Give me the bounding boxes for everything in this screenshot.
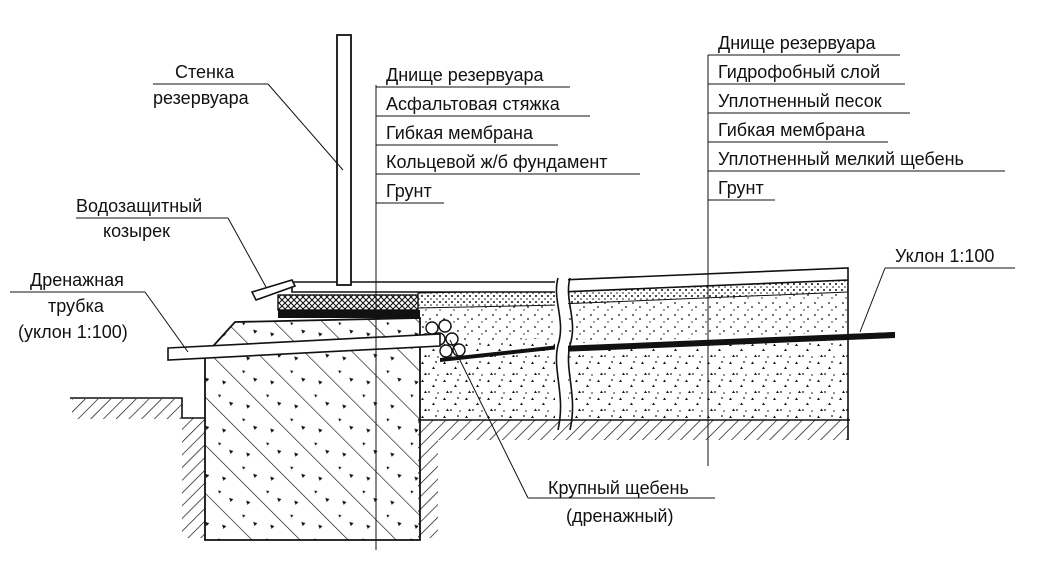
wall-label-2: резервуара xyxy=(153,88,250,108)
callout-visor: Водозащитный козырек xyxy=(76,196,267,288)
drain-label-1: Дренажная xyxy=(30,270,124,290)
right-stack-item: Уплотненный песок xyxy=(718,91,882,111)
drainage-pipe xyxy=(167,333,441,361)
tank-bottom-left xyxy=(291,281,555,293)
drain-label-3: (уклон 1:100) xyxy=(18,322,128,342)
left-stack-item: Днище резервуара xyxy=(386,65,544,85)
right-stack-item: Уплотненный мелкий щебень xyxy=(718,149,964,169)
break-line-right xyxy=(567,277,574,431)
left-stack-item: Грунт xyxy=(386,181,432,201)
callout-gravel: Крупный щебень (дренажный) xyxy=(449,339,715,526)
callout-drain: Дренажная трубка (уклон 1:100) xyxy=(10,270,189,353)
visor-label-1: Водозащитный xyxy=(76,196,202,216)
left-stack: Днище резервуара Асфальтовая стяжка Гибк… xyxy=(376,65,640,204)
tank-wall xyxy=(336,34,352,286)
gravel-label-2: (дренажный) xyxy=(566,506,673,526)
fine-gravel-right xyxy=(568,340,848,420)
visor-label-2: козырек xyxy=(103,221,170,241)
flexible-membrane-left xyxy=(278,310,420,318)
gravel-label-1: Крупный щебень xyxy=(548,478,689,498)
callout-wall: Стенка резервуара xyxy=(153,62,344,171)
right-stack-item: Гидрофобный слой xyxy=(718,62,880,82)
fine-gravel-left xyxy=(418,338,555,420)
waterproof-visor xyxy=(250,279,297,301)
membrane-right xyxy=(568,332,895,352)
ring-foundation xyxy=(204,317,421,541)
break-line-left xyxy=(555,277,562,431)
callout-slope: Уклон 1:100 xyxy=(859,246,1015,333)
drain-label-2: трубка xyxy=(48,296,105,316)
right-stack: Днище резервуара Гидрофобный слой Уплотн… xyxy=(708,33,1005,201)
slope-line xyxy=(847,332,896,338)
slope-label: Уклон 1:100 xyxy=(895,246,994,266)
wall-label-1: Стенка xyxy=(175,62,235,82)
asphalt-screed xyxy=(277,294,419,311)
left-stack-item: Асфальтовая стяжка xyxy=(386,94,561,114)
right-stack-item: Днище резервуара xyxy=(718,33,876,53)
left-stack-item: Гибкая мембрана xyxy=(386,123,534,143)
ground-left xyxy=(70,397,205,538)
right-stack-item: Гибкая мембрана xyxy=(718,120,866,140)
right-stack-item: Грунт xyxy=(718,178,764,198)
left-stack-item: Кольцевой ж/б фундамент xyxy=(386,152,608,172)
